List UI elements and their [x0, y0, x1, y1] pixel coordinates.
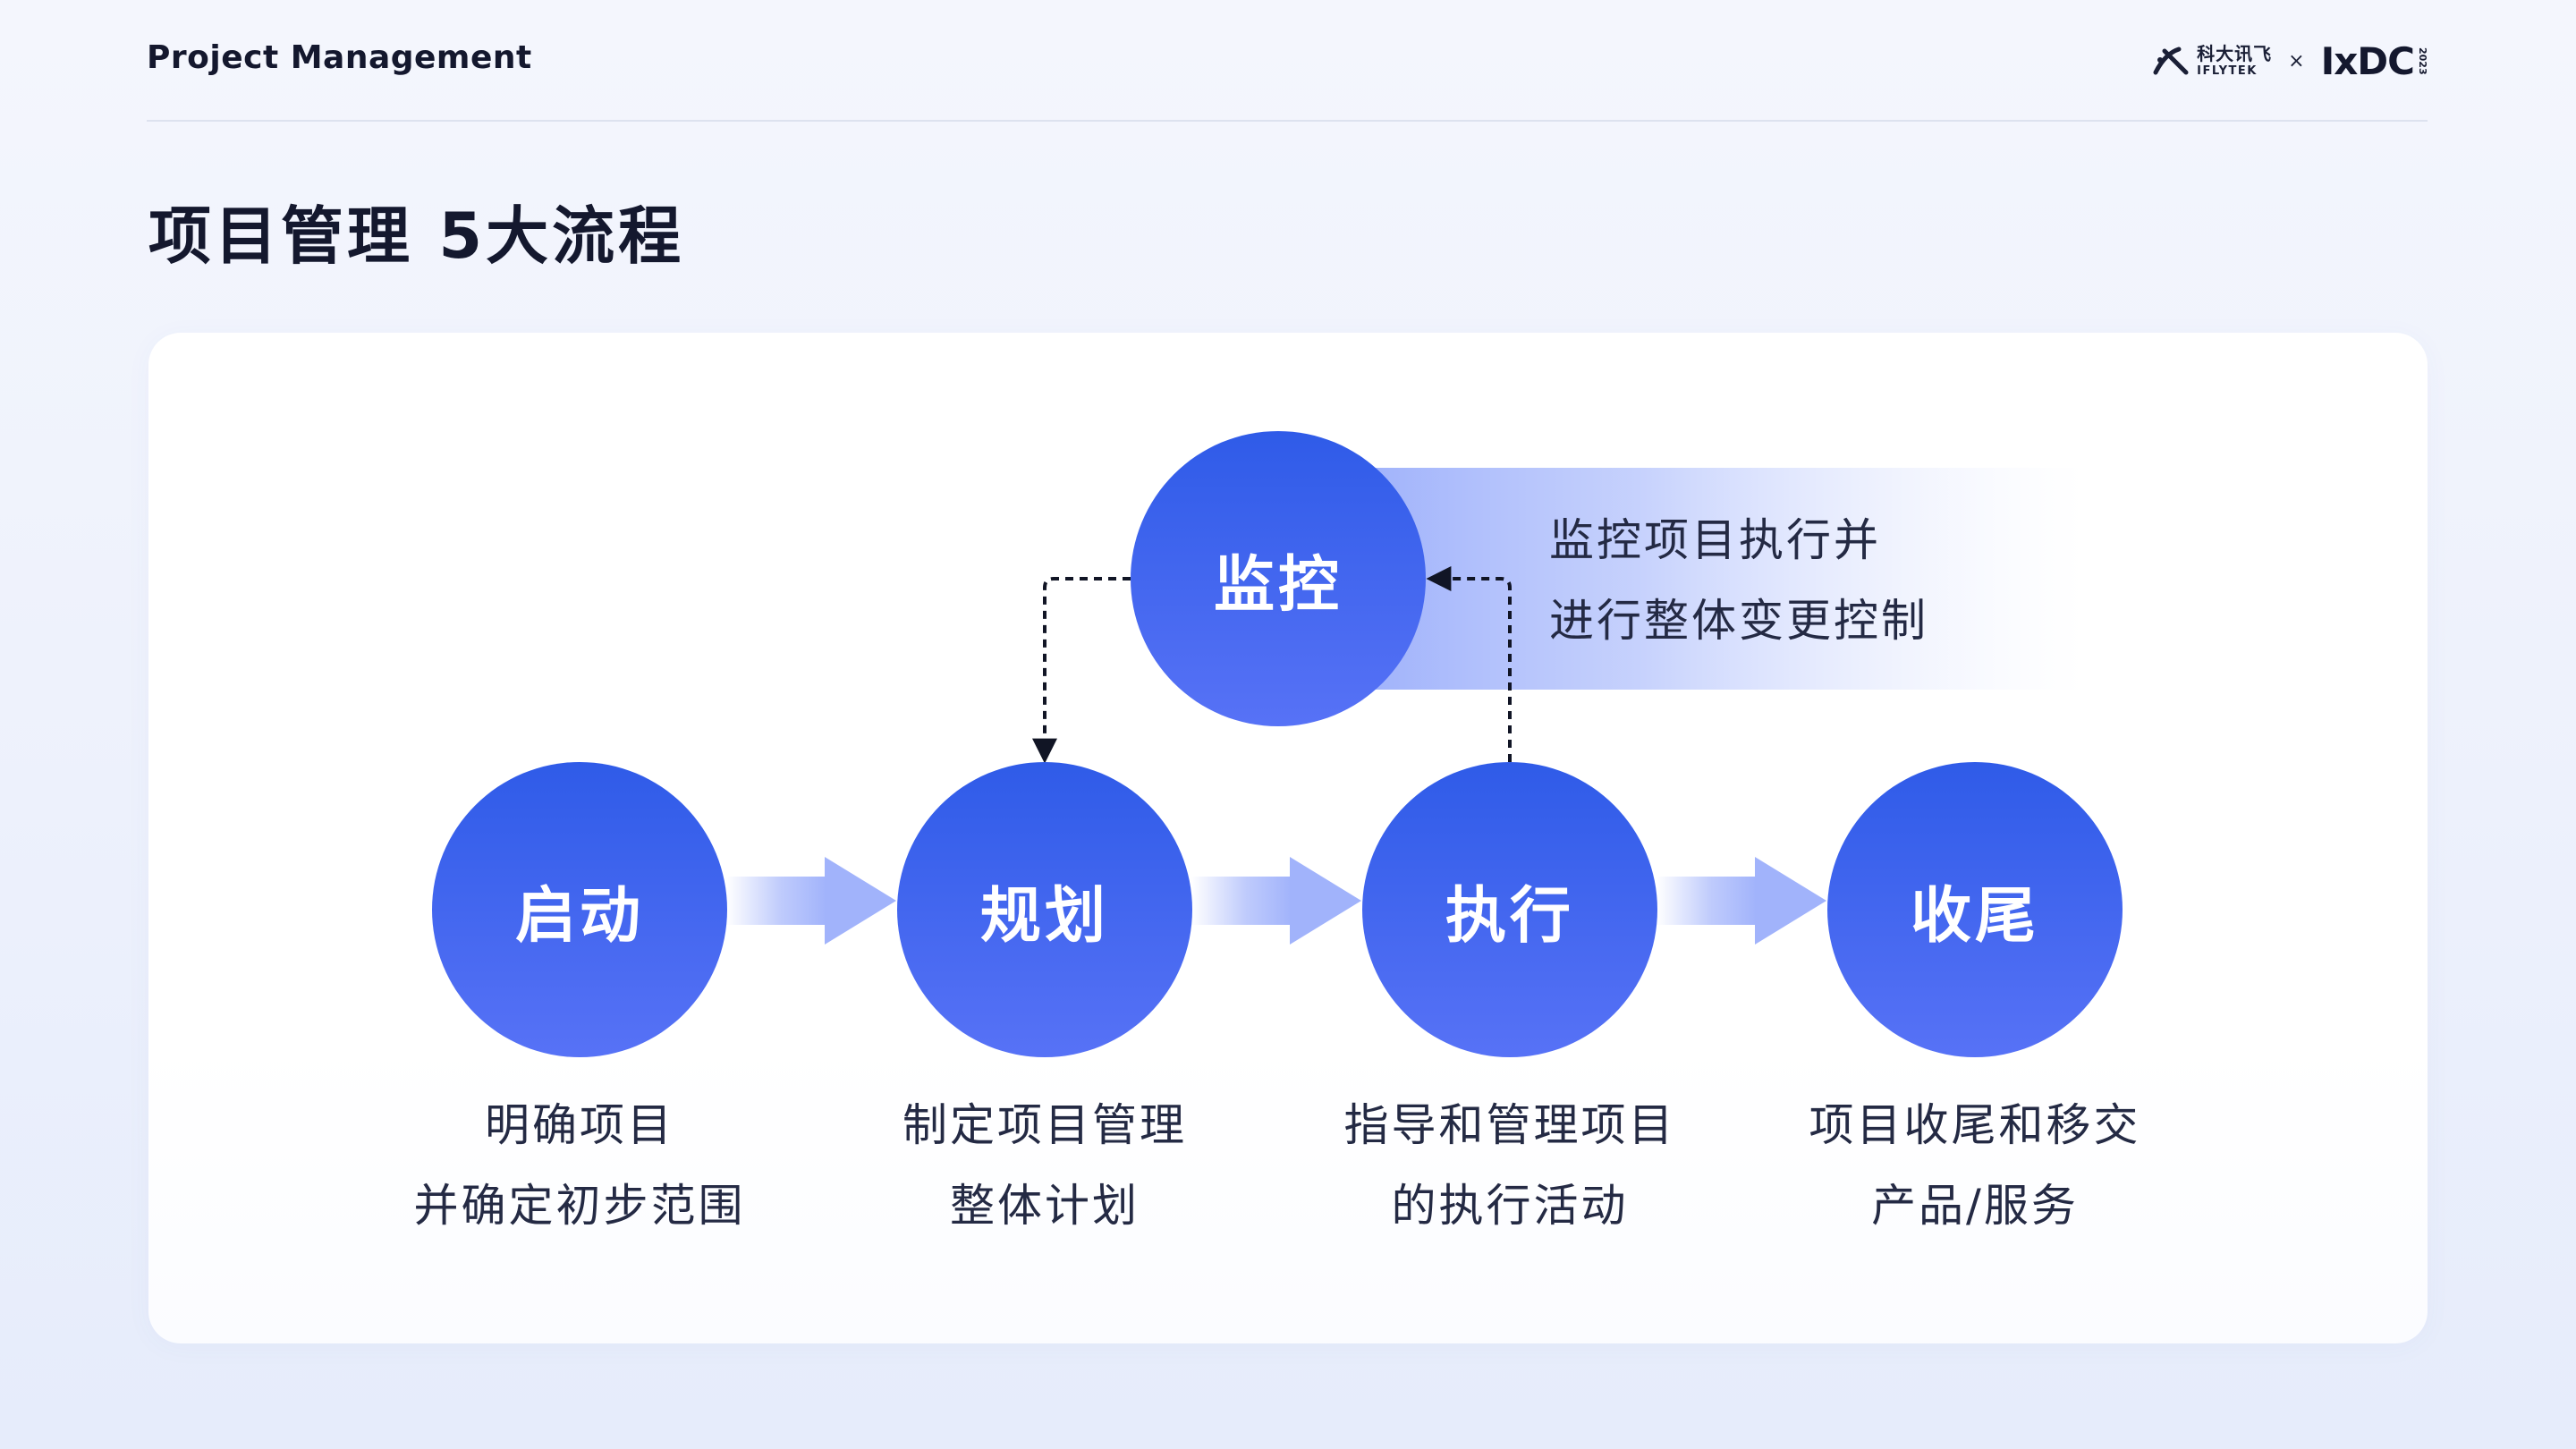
iflytek-logo: 科大讯飞 IFLYTEK — [2152, 45, 2272, 77]
step-label-plan: 规划 — [979, 880, 1109, 952]
monitor-description-line-1: 监控项目执行并 — [1549, 514, 1881, 566]
monitor-description: 监控项目执行并 进行整体变更控制 — [1549, 500, 1928, 661]
step-label-execute: 执行 — [1445, 880, 1574, 952]
ixdc-year-text: 2023 — [2417, 47, 2428, 75]
logo-separator: × — [2288, 49, 2305, 72]
step-description-execute: 指导和管理项目 的执行活动 — [1277, 1085, 1742, 1246]
step-description-line: 项目收尾和移交 — [1809, 1099, 2141, 1151]
step-label-initiate: 启动 — [514, 880, 644, 952]
iflytek-en-text: IFLYTEK — [2197, 64, 2258, 78]
ixdc-logo-text: IxDC — [2320, 38, 2415, 83]
page-title: 项目管理 5大流程 — [148, 199, 685, 273]
monitor-label: 监控 — [1213, 549, 1343, 621]
step-label-close: 收尾 — [1910, 880, 2039, 952]
step-description-line: 指导和管理项目 — [1343, 1099, 1676, 1151]
brand-logo: 科大讯飞 IFLYTEK × IxDC 2023 — [2152, 38, 2428, 83]
step-description-line: 的执行活动 — [1391, 1180, 1629, 1232]
step-description-line: 并确定初步范围 — [413, 1180, 746, 1232]
step-description-plan: 制定项目管理 整体计划 — [812, 1085, 1277, 1246]
monitor-description-line-2: 进行整体变更控制 — [1549, 595, 1928, 647]
step-description-line: 明确项目 — [485, 1099, 674, 1151]
header-title: Project Management — [147, 39, 532, 76]
iflytek-cn-text: 科大讯飞 — [2197, 43, 2273, 64]
step-description-initiate: 明确项目 并确定初步范围 — [347, 1085, 812, 1246]
iflytek-mark-icon — [2153, 47, 2189, 75]
step-description-close: 项目收尾和移交 产品/服务 — [1742, 1085, 2207, 1246]
step-description-line: 制定项目管理 — [902, 1099, 1187, 1151]
step-description-line: 产品/服务 — [1871, 1180, 2079, 1232]
header-divider — [147, 120, 2428, 122]
step-description-line: 整体计划 — [950, 1180, 1140, 1232]
